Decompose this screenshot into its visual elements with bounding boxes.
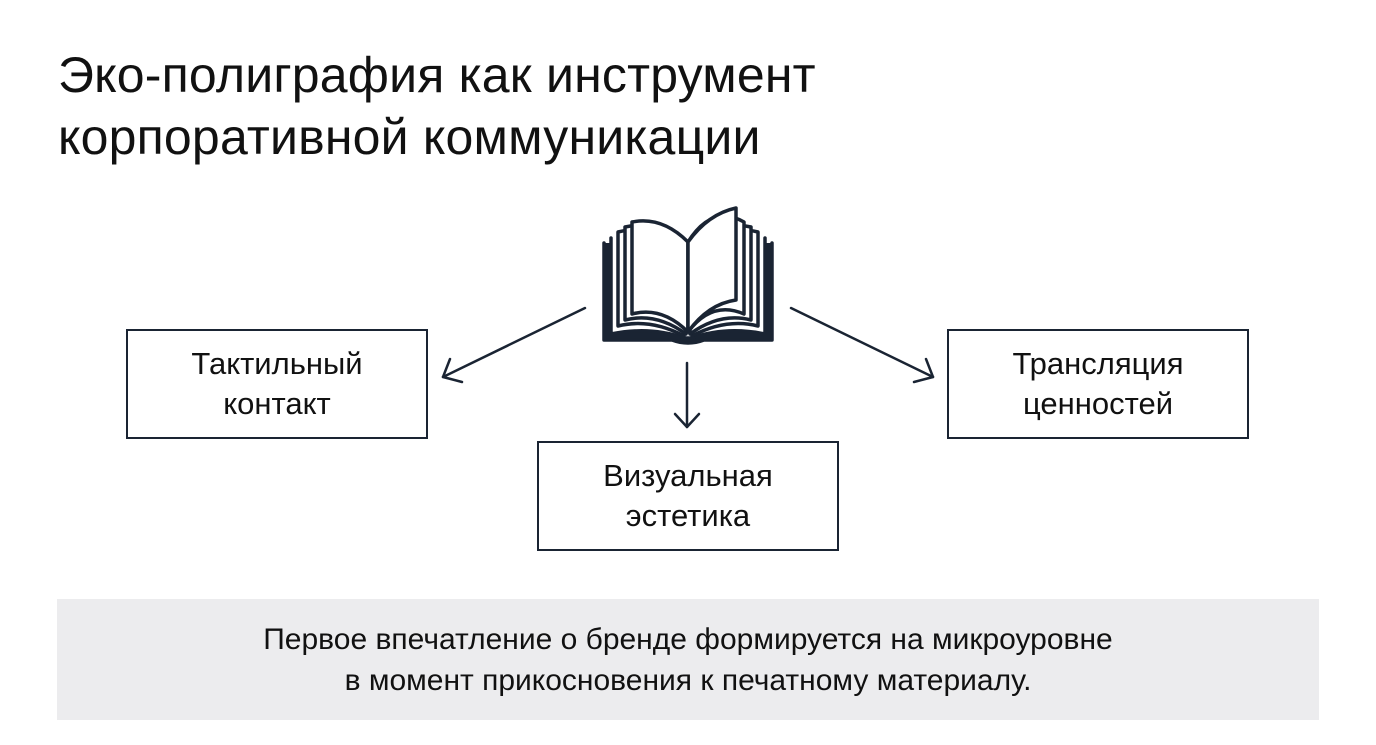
connector-arrows [441, 306, 935, 429]
node-values-broadcast: Трансляция ценностей [947, 329, 1249, 439]
summary-note: Первое впечатление о бренде формируется … [57, 599, 1319, 720]
summary-note-line-2: в момент прикосновения к печатному матер… [344, 663, 1032, 697]
arrow-to-visual [673, 361, 701, 429]
node-tactile-contact: Тактильный контакт [126, 329, 428, 439]
arrow-to-tactile [441, 306, 587, 384]
arrow-to-values [789, 306, 935, 384]
node-visual-aesthetics: Визуальная эстетика [537, 441, 839, 551]
node-tactile-line-2: контакт [223, 386, 331, 421]
title-line-2: корпоративной коммуникации [58, 109, 761, 165]
open-book-icon [602, 206, 774, 345]
summary-note-line-1: Первое впечатление о бренде формируется … [263, 622, 1113, 656]
node-tactile-line-1: Тактильный [191, 346, 363, 381]
title-line-1: Эко-полиграфия как инструмент [58, 47, 816, 103]
node-values-line-2: ценностей [1022, 386, 1174, 421]
page-title: Эко-полиграфия как инструмент корпоратив… [58, 44, 1258, 168]
node-visual-line-2: эстетика [625, 498, 751, 533]
node-visual-line-1: Визуальная [603, 458, 773, 493]
node-values-line-1: Трансляция [1012, 346, 1184, 381]
